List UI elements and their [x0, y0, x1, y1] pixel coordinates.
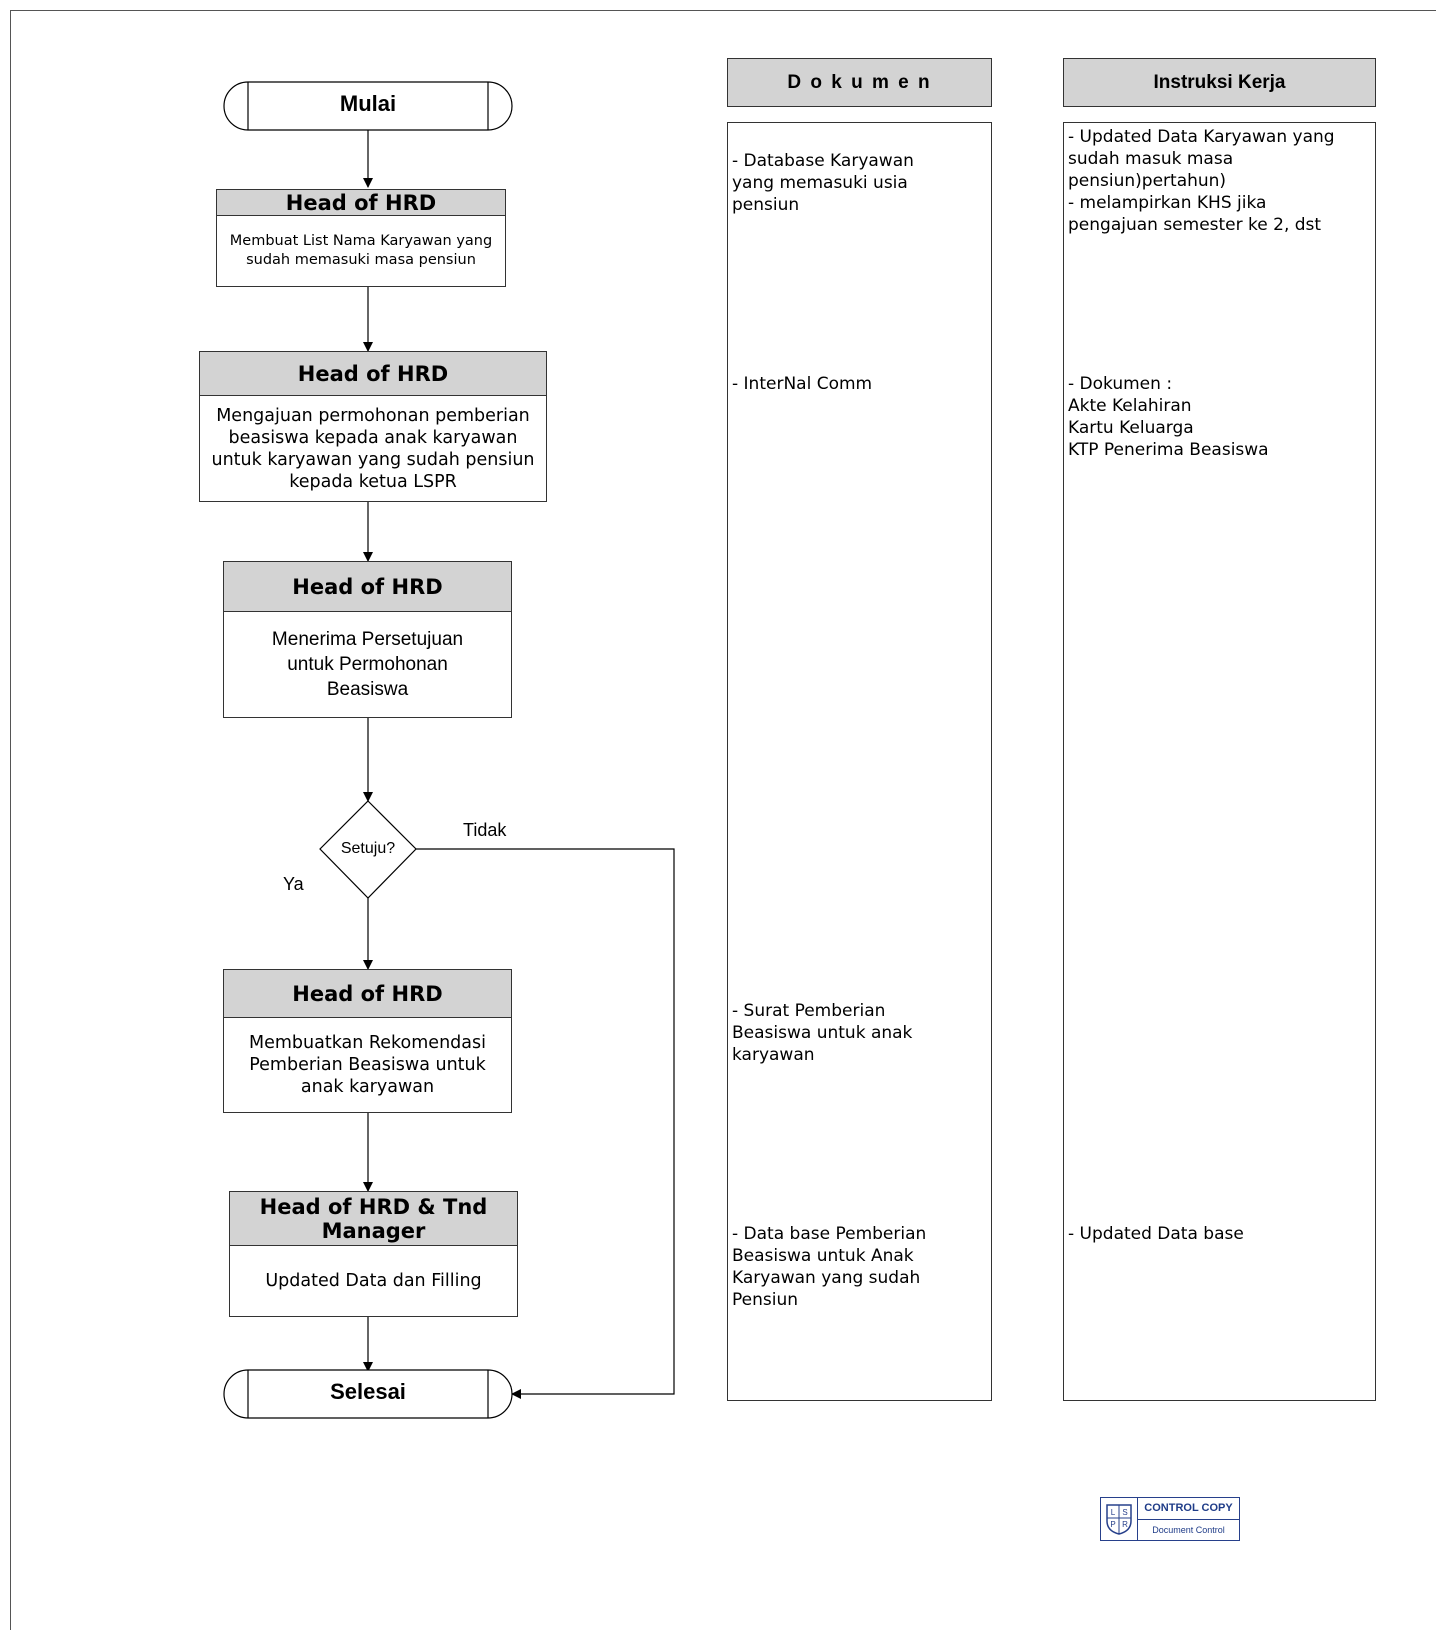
process-step-5: Head of HRD & Tnd Manager Updated Data d…: [229, 1191, 518, 1317]
decision-diamond: [319, 800, 417, 899]
step-5-text: Updated Data dan Filling: [265, 1271, 482, 1291]
page-frame: [10, 10, 1436, 1630]
step-1-text: Membuat List Nama Karyawan yang sudah me…: [229, 233, 493, 268]
instruksi-column: [1063, 122, 1376, 1401]
step-2-role: Head of HRD: [200, 352, 546, 396]
process-step-1: Head of HRD Membuat List Nama Karyawan y…: [216, 189, 506, 287]
lspr-seal-icon: L S P R: [1101, 1498, 1138, 1540]
svg-text:L: L: [1111, 1508, 1116, 1517]
svg-text:R: R: [1122, 1520, 1128, 1529]
stamp-subtitle: Document Control: [1152, 1524, 1225, 1535]
process-step-2: Head of HRD Mengajuan permohonan pemberi…: [199, 351, 547, 502]
end-label: Selesai: [330, 1379, 406, 1404]
step-2-text: Mengajuan permohonan pemberian beasiswa …: [211, 405, 535, 492]
step-3-text: Menerima Persetujuan untuk Permohonan Be…: [271, 629, 464, 700]
step-4-role: Head of HRD: [224, 970, 511, 1018]
decision-question: Setuju?: [340, 840, 396, 857]
dokumen-entry-2: - InterNal Comm: [732, 374, 873, 394]
instruksi-header: Instruksi Kerja: [1063, 58, 1376, 107]
process-step-4: Head of HRD Membuatkan Rekomendasi Pembe…: [223, 969, 512, 1113]
step-1-role: Head of HRD: [217, 190, 505, 216]
decision-no-label: Tidak: [463, 820, 507, 840]
step-5-role: Head of HRD & Tnd Manager: [230, 1192, 517, 1246]
dokumen-entry-4: - Data base Pemberian Beasiswa untuk Ana…: [732, 1224, 927, 1310]
instruksi-entry-1: - Updated Data Karyawan yang sudah masuk…: [1068, 127, 1335, 235]
dokumen-entry-1: - Database Karyawan yang memasuki usia p…: [732, 151, 914, 215]
step-4-text: Membuatkan Rekomendasi Pemberian Beasisw…: [249, 1033, 486, 1097]
svg-text:S: S: [1122, 1508, 1127, 1517]
dokumen-entry-3: - Surat Pemberian Beasiswa untuk anak ka…: [732, 1001, 913, 1065]
start-label: Mulai: [339, 91, 397, 116]
decision-yes-label: Ya: [283, 874, 304, 894]
dokumen-column: [727, 122, 992, 1401]
stamp-title: CONTROL COPY: [1138, 1498, 1239, 1520]
step-3-role: Head of HRD: [224, 562, 511, 612]
instruksi-entry-3: - Updated Data base: [1068, 1224, 1244, 1244]
arrow-tidak-to-end: [416, 848, 675, 1399]
svg-text:P: P: [1110, 1520, 1115, 1529]
instruksi-entry-2: - Dokumen : Akte Kelahiran Kartu Keluarg…: [1068, 374, 1269, 460]
process-step-3: Head of HRD Menerima Persetujuan untuk P…: [223, 561, 512, 718]
dokumen-header: D o k u m e n: [727, 58, 992, 107]
control-copy-stamp: L S P R CONTROL COPY Document Control: [1100, 1497, 1240, 1541]
